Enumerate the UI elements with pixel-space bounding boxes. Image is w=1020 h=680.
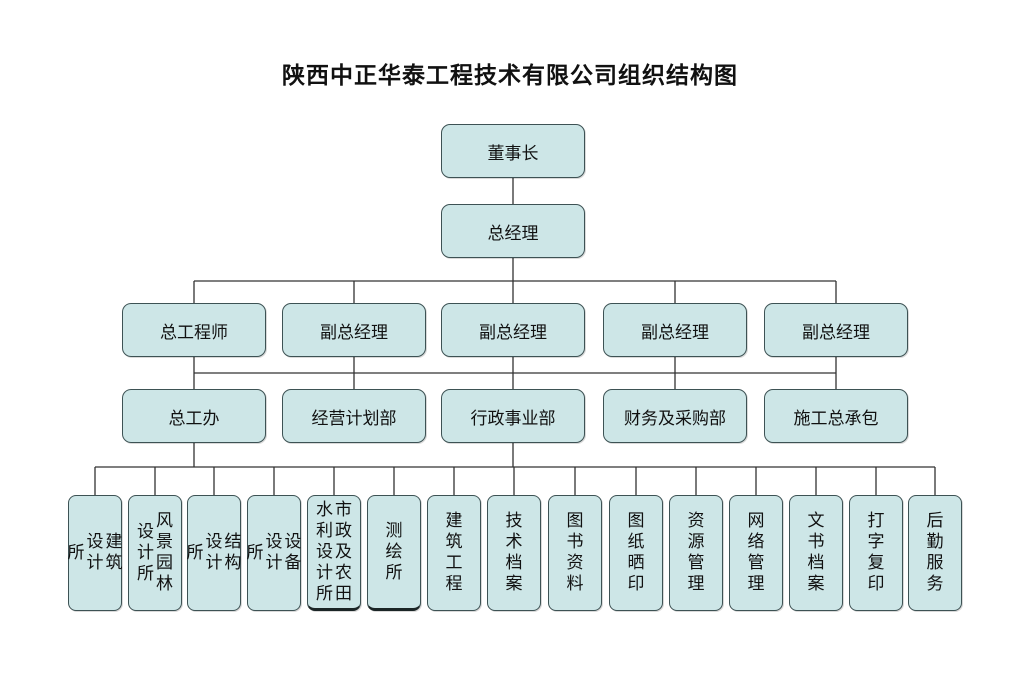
node-level3-0: 总工办 [122,389,266,443]
node-level2-1: 副总经理 [282,303,426,357]
chart-title: 陕西中正华泰工程技术有限公司组织结构图 [282,63,738,89]
node-label-column: 建筑 [105,532,123,573]
node-label-column: 测绘所 [385,520,403,583]
node-label-column: 市政及农田 [335,499,352,604]
node-level4-9: 图纸晒印 [609,495,663,611]
node-label-column: 技术档案 [505,511,523,594]
node-level3-2: 行政事业部 [441,389,585,443]
node-level4-6: 建筑工程 [427,495,481,611]
node-level4-3: 设备设计所 [246,495,302,611]
node-label-column: 设计 [86,532,104,573]
node-label-column: 所 [246,542,264,563]
node-chairman: 董事长 [441,124,585,178]
node-level2-4: 副总经理 [764,303,908,357]
node-level4-8: 图书资料 [548,495,602,611]
node-label-column: 所 [67,542,85,563]
node-label-column: 图纸晒印 [627,511,645,594]
node-label-column: 图书资料 [566,511,584,594]
node-label-column: 结构 [224,532,242,573]
node-level4-11: 网络管理 [729,495,783,611]
node-level4-0: 建筑设计所 [67,495,123,611]
node-label-column: 设计 [205,532,223,573]
node-label-column: 后勤服务 [926,511,944,594]
node-level4-10: 资源管理 [669,495,723,611]
node-label-column: 设计 [265,532,283,573]
node-general-manager: 总经理 [441,204,585,258]
node-label-column: 所 [186,542,204,563]
node-level4-7: 技术档案 [487,495,541,611]
node-level4-4: 市政及农田水利设计所 [307,495,361,611]
node-level4-5: 测绘所 [367,495,421,611]
node-label-column: 打字复印 [867,511,885,594]
node-label-column: 文书档案 [807,511,825,594]
node-level2-2: 副总经理 [441,303,585,357]
node-label-column: 设备 [284,532,302,573]
node-label-column: 水利设计所 [316,499,333,604]
node-level2-3: 副总经理 [603,303,747,357]
node-level4-2: 结构设计所 [186,495,242,611]
node-label-column: 建筑工程 [445,511,463,594]
node-level3-1: 经营计划部 [282,389,426,443]
node-level4-1: 风景园林设计所 [128,495,182,611]
node-label-column: 风景园林 [156,511,173,594]
node-label-column: 设计所 [137,521,154,584]
node-level3-4: 施工总承包 [764,389,908,443]
node-label-column: 网络管理 [747,511,765,594]
node-level4-12: 文书档案 [789,495,843,611]
node-label-column: 资源管理 [687,511,705,594]
node-level2-0: 总工程师 [122,303,266,357]
node-level4-13: 打字复印 [849,495,903,611]
node-level4-14: 后勤服务 [908,495,962,611]
node-level3-3: 财务及采购部 [603,389,747,443]
